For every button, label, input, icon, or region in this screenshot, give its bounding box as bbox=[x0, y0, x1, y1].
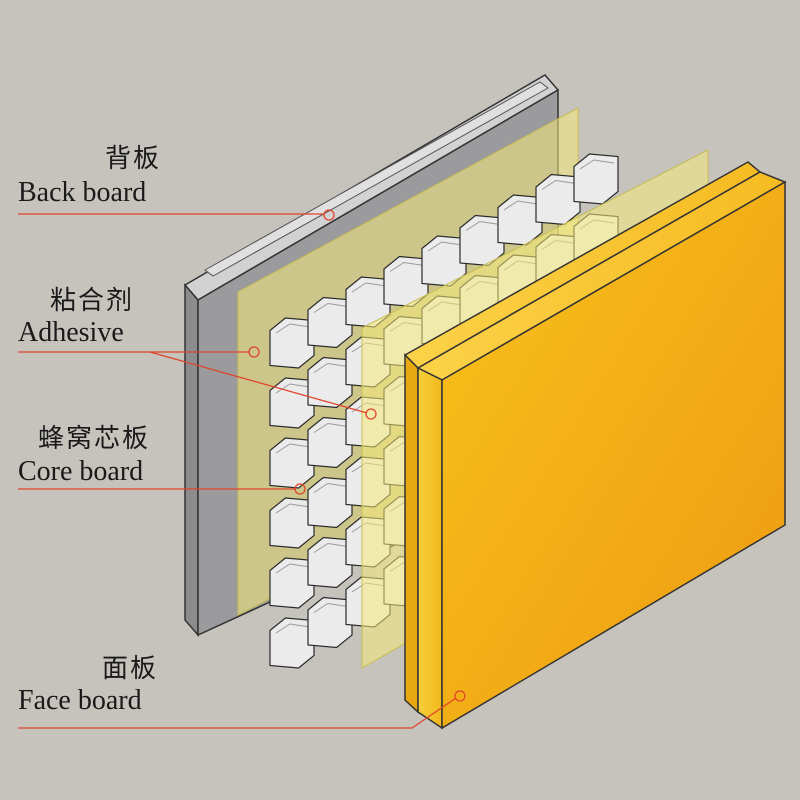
honeycomb-cell-wall bbox=[313, 422, 349, 433]
back-board-label-zh: 背板 bbox=[105, 144, 162, 174]
honeycomb-cell bbox=[497, 194, 543, 246]
leader-lines bbox=[18, 209, 466, 729]
honeycomb-cell-wall bbox=[275, 503, 311, 514]
honeycomb-cell-wall bbox=[275, 443, 311, 454]
leader-face-board bbox=[18, 697, 457, 729]
honeycomb-cell-wall bbox=[503, 200, 539, 211]
adhesive-label-en: Adhesive bbox=[18, 317, 124, 348]
honeycomb-cell bbox=[307, 356, 353, 409]
honeycomb-cell-wall bbox=[275, 383, 311, 394]
honeycomb-cell-wall bbox=[313, 362, 349, 373]
honeycomb-cell-wall bbox=[541, 179, 577, 190]
honeycomb-cell bbox=[459, 214, 505, 267]
honeycomb-cell bbox=[307, 476, 353, 529]
face-board bbox=[403, 161, 787, 730]
honeycomb-cell-wall bbox=[275, 323, 311, 334]
honeycomb-cell bbox=[307, 296, 353, 349]
honeycomb-cell bbox=[535, 173, 581, 226]
honeycomb-cell-wall bbox=[275, 563, 311, 574]
honeycomb-cell bbox=[421, 235, 467, 287]
honeycomb-cell-wall bbox=[389, 261, 425, 272]
honeycomb-cell-wall bbox=[313, 602, 349, 613]
honeycomb-cell bbox=[269, 317, 315, 369]
face-board-label-zh: 面板 bbox=[102, 654, 159, 684]
honeycomb-cell-wall bbox=[313, 302, 349, 313]
honeycomb-cell bbox=[307, 536, 353, 589]
honeycomb-cell bbox=[269, 377, 315, 429]
honeycomb-cell bbox=[269, 437, 315, 489]
honeycomb-cell-wall bbox=[427, 241, 463, 252]
adhesive-label-zh: 粘合剂 bbox=[50, 286, 135, 316]
honeycomb-cell-wall bbox=[313, 482, 349, 493]
honeycomb-cell bbox=[269, 617, 315, 669]
honeycomb-cell bbox=[269, 497, 315, 549]
honeycomb-cell-wall bbox=[465, 220, 501, 231]
honeycomb-cell bbox=[269, 557, 315, 609]
honeycomb-cell bbox=[307, 596, 353, 649]
honeycomb-cell bbox=[573, 153, 619, 205]
honeycomb-cell-wall bbox=[313, 542, 349, 553]
core-board-label-zh: 蜂窝芯板 bbox=[38, 424, 151, 454]
honeycomb-cell-wall bbox=[351, 282, 387, 293]
face-board-label-en: Face board bbox=[18, 685, 142, 716]
honeycomb-cell bbox=[307, 416, 353, 469]
back-board-label-en: Back board bbox=[18, 177, 147, 208]
honeycomb-cell-wall bbox=[275, 623, 311, 634]
honeycomb-cell-wall bbox=[579, 159, 615, 170]
core-board-label-en: Core board bbox=[18, 456, 144, 487]
